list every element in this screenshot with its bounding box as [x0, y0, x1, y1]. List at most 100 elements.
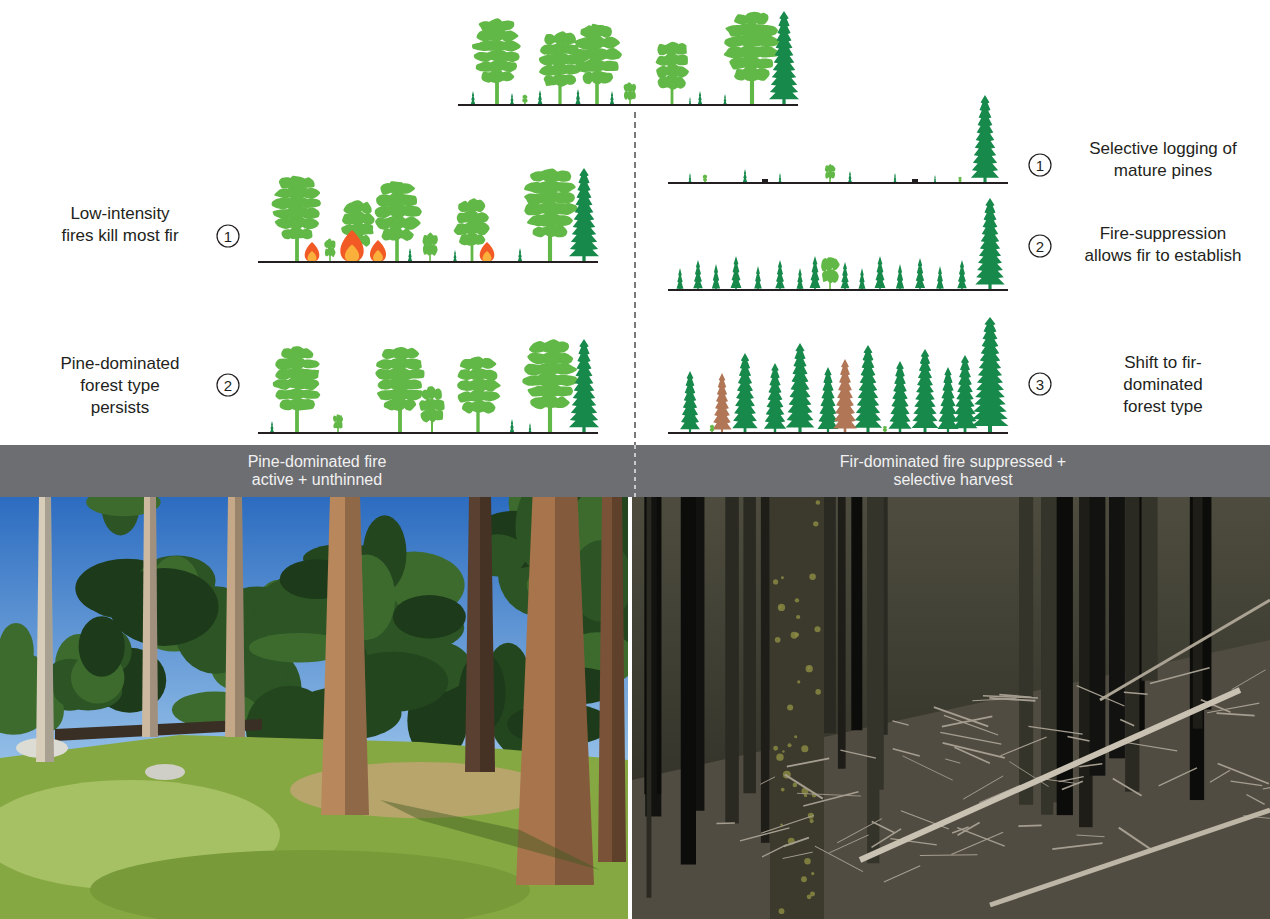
- initial-forest: [674, 54, 688, 65]
- fir-forest-photo: [1062, 781, 1083, 789]
- fir-forest-photo: [1210, 770, 1230, 782]
- band-label: Pine-dominated fire active + unthinned: [227, 453, 407, 490]
- fir-forest-photo: [1059, 777, 1084, 782]
- fire-scene: [473, 200, 485, 212]
- fir-forest-photo: [740, 828, 789, 841]
- initial-forest: [525, 99, 527, 103]
- fire-scene: [361, 202, 372, 214]
- fire-scene: [399, 228, 414, 241]
- fire-scene: [432, 235, 438, 245]
- fire-scene: [275, 218, 295, 229]
- pine-persists-scene: [434, 388, 442, 399]
- pine-persists-scene: [458, 369, 476, 380]
- fir-forest-photo: [829, 835, 868, 853]
- fir-forest-photo: [957, 828, 1004, 846]
- fir-forest-photo: [1090, 497, 1106, 776]
- fir-forest-photo: [1076, 835, 1104, 837]
- fir-dominated-scene: [885, 429, 887, 432]
- fir-forest-photo: [1124, 692, 1148, 694]
- pine-persists-scene: [405, 359, 422, 370]
- logging-scene: [825, 165, 829, 172]
- fir-dominated-scene: [710, 428, 712, 431]
- pine-persists-scene: [458, 391, 475, 402]
- pine-persists-scene: [382, 349, 396, 359]
- fir-dominated-scene: [732, 353, 758, 428]
- fire-scene: [375, 205, 393, 218]
- initial-forest: [602, 48, 621, 60]
- ground-line: [258, 261, 598, 263]
- pine-forest-photo: [142, 497, 158, 737]
- fir-forest-photo: [811, 872, 814, 875]
- fir-forest-photo: [1231, 781, 1263, 786]
- fir-forest-photo: [972, 698, 1015, 700]
- fire-scene: [408, 248, 412, 261]
- initial-forest: [656, 56, 671, 66]
- initial-forest: [674, 66, 689, 77]
- fir-forest-photo: [1193, 497, 1203, 729]
- fir-forest-photo: [1041, 497, 1053, 815]
- fir-establish-scene: [936, 266, 944, 289]
- fir-dominated-scene: [884, 428, 886, 431]
- fir-forest-photo: [797, 680, 800, 683]
- pine-forest-photo: [45, 497, 54, 762]
- pine-persists-scene: [555, 386, 573, 396]
- fire-scene: [300, 229, 312, 240]
- pine-persists-scene: [375, 369, 394, 380]
- initial-forest: [476, 61, 494, 72]
- fir-forest-photo: [795, 598, 799, 602]
- fire-scene: [340, 230, 363, 262]
- fir-forest-photo: [838, 497, 846, 769]
- fir-establish-scene: [668, 198, 1008, 290]
- pine-persists-scene: [301, 360, 320, 369]
- initial-forest: [481, 72, 494, 83]
- initial-forest: [725, 25, 746, 36]
- fire-scene: [527, 214, 546, 226]
- fir-forest-photo: [781, 576, 784, 579]
- pine-persists-scene: [510, 419, 514, 432]
- fire-scene: [274, 189, 294, 199]
- fir-establish-scene: [796, 268, 803, 289]
- fir-forest-photo: [778, 604, 785, 611]
- fir-forest-photo: [632, 497, 1270, 919]
- fire-scene: [453, 250, 457, 261]
- fir-establish-scene: [712, 264, 720, 288]
- initial-forest: [689, 97, 692, 105]
- logging-scene: [705, 178, 707, 181]
- pine-persists-scene: [554, 375, 579, 386]
- step-circle: [217, 374, 239, 396]
- initial-forest: [538, 90, 543, 104]
- fire-scene: [325, 249, 329, 256]
- fire-scene: [518, 248, 522, 261]
- pine-persists-scene: [480, 391, 500, 401]
- initial-forest: [499, 62, 517, 73]
- fir-forest-photo: [794, 735, 797, 738]
- step-number: 1: [216, 224, 240, 248]
- fire-scene: [342, 213, 355, 224]
- fir-forest-photo: [867, 497, 879, 863]
- fire-scene: [553, 192, 575, 204]
- fir-dominated-scene: [668, 317, 1009, 433]
- pine-persists-scene: [378, 379, 398, 389]
- fir-forest-photo: [1029, 726, 1083, 734]
- fir-forest-photo: [893, 749, 920, 756]
- logging-scene: [960, 179, 961, 181]
- fir-forest-photo: [815, 689, 821, 695]
- fir-forest-photo: [1079, 764, 1102, 767]
- logging-scene: [825, 172, 829, 178]
- fir-forest-photo: [983, 696, 1038, 698]
- fir-establish-scene: [822, 271, 829, 282]
- pine-persists-scene: [403, 369, 424, 379]
- logging-scene: [934, 175, 937, 183]
- step-number: 3: [1028, 372, 1052, 396]
- fir-dominated-scene: [854, 345, 882, 428]
- fir-forest-photo: [775, 637, 781, 643]
- initial-forest: [658, 77, 669, 89]
- pine-persists-scene: [553, 363, 578, 374]
- fir-forest-photo: [1119, 828, 1152, 850]
- fir-forest-photo: [1019, 497, 1033, 805]
- fir-forest-photo: [1109, 497, 1125, 758]
- fir-forest-photo: [1202, 497, 1211, 709]
- fir-forest-photo: [814, 626, 820, 632]
- pine-persists-scene: [275, 359, 292, 370]
- pine-persists-scene: [333, 422, 337, 428]
